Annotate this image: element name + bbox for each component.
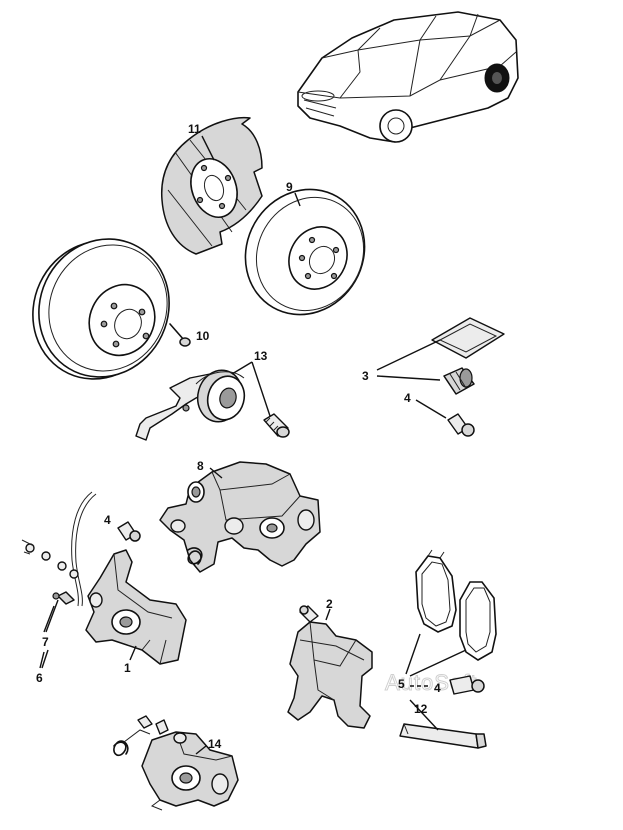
guide-bolt-icon <box>299 605 319 623</box>
leader-line-6a <box>41 649 49 669</box>
caliper-assembly-icon <box>113 715 239 811</box>
label-8: 8 <box>197 459 204 473</box>
brake-caliper-icon <box>159 461 321 573</box>
label-9: 9 <box>286 180 293 194</box>
brake-pads-icon <box>415 549 497 661</box>
leader-line-13 <box>251 361 271 417</box>
label-12: 12 <box>414 702 428 716</box>
label-13: 13 <box>254 349 268 363</box>
wheel-bearing-hub-icon <box>135 369 246 441</box>
caliper-bolt-icon <box>117 521 141 542</box>
label-4b: 4 <box>104 513 111 527</box>
label-11: 11 <box>188 122 201 136</box>
leader-line-7a <box>45 599 59 633</box>
leader-line-14 <box>195 745 207 755</box>
leader-line-1 <box>129 645 137 661</box>
leader-line-8 <box>209 467 223 479</box>
label-3: 3 <box>362 369 369 383</box>
screw-icon <box>169 323 191 347</box>
pad-bolt-icon <box>449 675 485 695</box>
label-6: 6 <box>36 671 43 685</box>
splash-shield-icon <box>160 116 263 255</box>
leader-line-11 <box>201 135 215 161</box>
leader-line-3a <box>376 339 441 371</box>
label-10: 10 <box>196 329 210 343</box>
brake-disc-icon <box>244 188 366 316</box>
wheel-bolt-icon <box>263 413 290 438</box>
grease-tube-icon <box>399 723 487 749</box>
label-5: 5 <box>398 677 405 691</box>
label-4a: 4 <box>404 391 411 405</box>
leader-line-9 <box>294 192 301 207</box>
bleed-screw-icon <box>52 591 75 605</box>
leader-line-4a <box>415 399 447 419</box>
repair-kit-icon <box>431 317 505 395</box>
bolt-icon <box>447 413 475 437</box>
leader-line-5a <box>405 633 421 675</box>
leader-line-3b <box>376 375 441 381</box>
label-2: 2 <box>326 597 333 611</box>
leader-line-7b <box>43 605 55 633</box>
brake-pad-carrier-icon <box>287 621 373 729</box>
brake-caliper-carrier-icon <box>85 549 187 665</box>
leader-line-13b <box>231 361 253 375</box>
car-icon <box>297 11 519 143</box>
brake-hose-icon <box>21 491 97 607</box>
leader-line-6b <box>39 651 45 669</box>
leader-line-12 <box>409 699 439 731</box>
label-7: 7 <box>42 635 49 649</box>
label-14: 14 <box>208 737 222 751</box>
large-brake-disc-icon <box>32 238 170 380</box>
leader-line-2 <box>325 608 331 621</box>
leader-line-5b <box>409 649 467 677</box>
label-1: 1 <box>124 661 131 675</box>
label-4c: 4 <box>434 681 441 695</box>
